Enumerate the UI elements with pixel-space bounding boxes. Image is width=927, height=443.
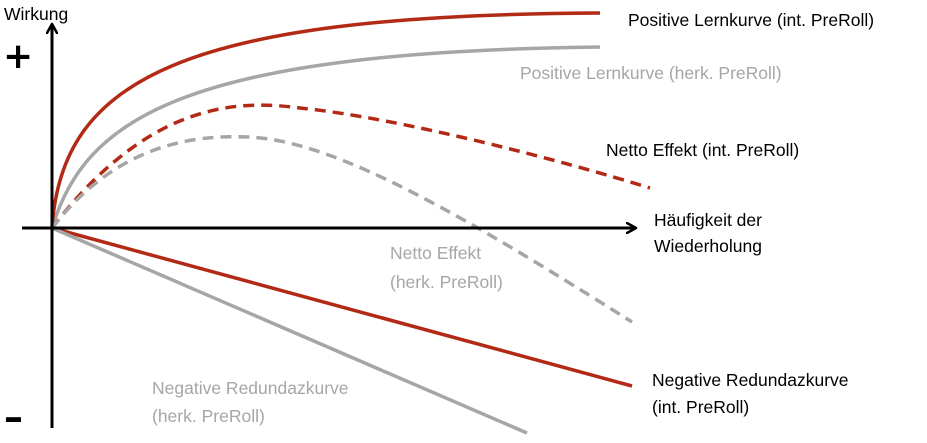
label-net-herk-line2: (herk. PreRoll)	[390, 272, 503, 292]
label-negative-int-line2: (int. PreRoll)	[652, 397, 749, 417]
minus-sign: –	[4, 395, 23, 439]
label-negative-int: Negative Redundazkurve (int. PreRoll)	[652, 370, 853, 417]
label-positive-int: Positive Lernkurve (int. PreRoll)	[628, 10, 874, 30]
label-positive-herk: Positive Lernkurve (herk. PreRoll)	[520, 63, 782, 83]
positive-curve-herk	[50, 45, 601, 229]
label-net-int: Netto Effekt (int. PreRoll)	[606, 140, 799, 160]
label-negative-herk-line1: Negative Redundazkurve	[152, 378, 349, 398]
x-axis-label-line1: Häufigkeit der	[654, 210, 762, 230]
label-negative-herk-line2: (herk. PreRoll)	[152, 406, 265, 426]
label-net-herk: Netto Effekt (herk. PreRoll)	[390, 243, 503, 292]
net-effect-curve-int	[50, 103, 651, 230]
net-effect-curve-herk	[50, 134, 633, 324]
x-axis-label-line2: Wiederholung	[654, 236, 762, 256]
plus-sign: +	[3, 36, 33, 77]
x-axis-label: Häufigkeit der Wiederholung	[654, 210, 767, 256]
label-negative-herk: Negative Redundazkurve (herk. PreRoll)	[152, 378, 353, 426]
label-negative-int-line1: Negative Redundazkurve	[652, 370, 849, 390]
label-net-herk-line1: Netto Effekt	[390, 243, 481, 263]
positive-curve-int	[50, 11, 601, 229]
negative-curve-herk	[51, 226, 528, 435]
y-axis-label: Wirkung	[4, 4, 68, 24]
negative-curve-int	[51, 226, 633, 388]
